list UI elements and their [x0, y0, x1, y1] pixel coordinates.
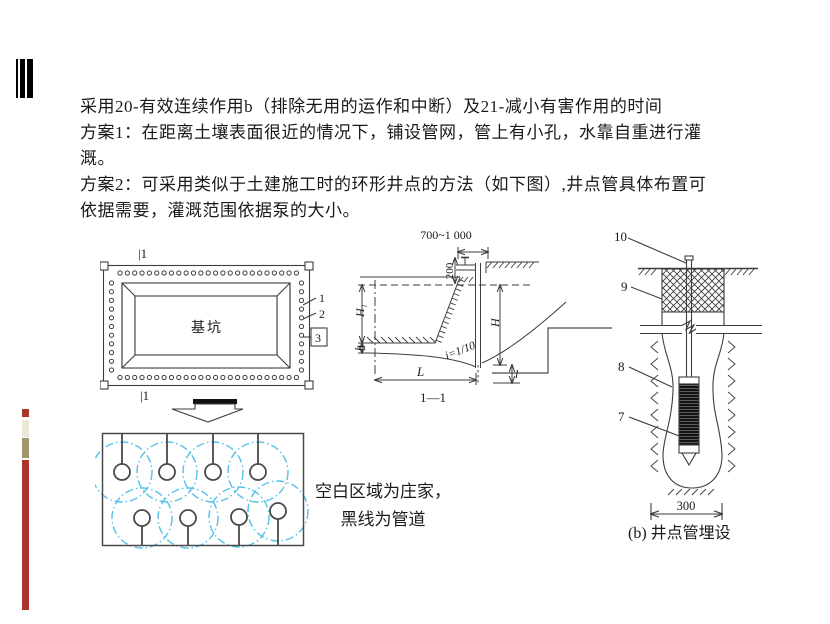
- section-caption: 1—1: [420, 390, 446, 405]
- plan-pit-label: 基坑: [191, 319, 223, 336]
- section-dim-top: 700~1 000: [420, 228, 472, 242]
- intro-text: 采用20-有效连续作用b（排除无用的运作和中断）及21-减小有害作用的时间 方案…: [80, 94, 770, 224]
- section-slope-label: i=1/10: [444, 340, 478, 363]
- plan-callout-1: 1: [319, 291, 325, 305]
- plan-diagram: |1 |1 基坑 1 2 3: [100, 246, 328, 423]
- wellfield-note: 空白区域为庄家， 黑线为管道: [308, 478, 458, 534]
- section-diagram: 700~1 000 200 H₁ h H i=1/10 L l 1—1: [355, 228, 567, 405]
- connector-line: [492, 327, 612, 374]
- field-circles: [113, 434, 287, 545]
- wellfield-diagram: [95, 432, 309, 549]
- section-dim-L: L: [416, 364, 424, 379]
- side-mark-red: [22, 409, 29, 417]
- plan-callout-3: 3: [315, 331, 321, 345]
- plan-section-mark-bottom: |1: [140, 388, 149, 403]
- field-influence: [95, 441, 309, 549]
- section-dim-200: 200: [444, 262, 456, 279]
- section-dim-h: h: [355, 345, 366, 351]
- wellfield-note-line-1: 空白区域为庄家，: [315, 482, 451, 501]
- detail-callout-10: 10: [614, 229, 627, 244]
- section-dim-H1: H₁: [355, 304, 367, 318]
- wellfield-note-line-2: 黑线为管道: [340, 510, 426, 529]
- side-mark-bar: [22, 460, 29, 610]
- vertical-bars-icon: [16, 59, 34, 98]
- intro-line-3: 溉。: [80, 149, 115, 168]
- detail-diagram: 10 9 8 7 300 (b) 井点管埋设: [614, 229, 762, 542]
- detail-hatch: [638, 268, 755, 496]
- side-mark-beige: [22, 420, 29, 437]
- section-hatch: [366, 261, 535, 344]
- detail-caption: (b) 井点管埋设: [628, 524, 731, 542]
- plan-callout-2: 2: [319, 307, 325, 321]
- detail-callout-9: 9: [621, 279, 628, 294]
- intro-line-2: 方案1：在距离土壤表面很近的情况下，铺设管网，管上有小孔，水靠自重进行灌: [80, 123, 702, 142]
- plan-circles: [108, 270, 305, 381]
- intro-line-1: 采用20-有效连续作用b（排除无用的运作和中断）及21-减小有害作用的时间: [80, 97, 663, 116]
- intro-line-4: 方案2：可采用类似于土建施工时的环形井点的方法（如下图）,井点管具体布置可: [80, 175, 707, 194]
- section-dim-H: H: [488, 317, 502, 328]
- plan-section-mark-top: |1: [138, 246, 147, 261]
- section-dim-l: l: [515, 367, 519, 381]
- detail-callout-8: 8: [618, 359, 625, 374]
- detail-callout-7: 7: [618, 409, 625, 424]
- side-mark-khaki: [22, 438, 29, 458]
- detail-dim-300: 300: [677, 499, 696, 513]
- intro-line-5: 依据需要，灌溉范围依据泵的大小。: [80, 201, 360, 220]
